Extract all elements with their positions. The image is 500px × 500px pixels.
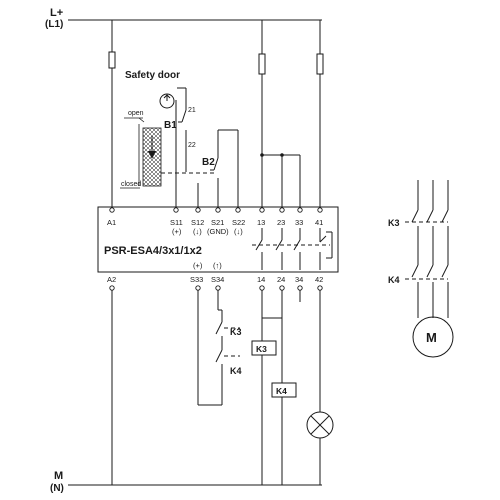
terminal-s12-sub: (↓) [193, 227, 202, 236]
terminal-s22-sub: (↓) [234, 227, 243, 236]
supply-negative-sublabel: (N) [50, 483, 64, 494]
relay-top-terminals: A1 S11 (+) S12 (↓) S21 (GND) S22 (↓) 13 … [107, 218, 323, 236]
coil-k4-label: K4 [276, 386, 287, 396]
switch-b1 [175, 87, 187, 210]
relay-output-contacts [252, 228, 333, 270]
terminal-14-label: 14 [257, 275, 265, 284]
motor-power-lines [405, 180, 449, 318]
motor-contactor-k3-label: K3 [388, 218, 400, 228]
switch-b2-label: B2 [202, 157, 215, 168]
fuse-feeds [108, 20, 324, 210]
terminal-24-label: 24 [277, 275, 285, 284]
terminal-s21-sub: (GND) [207, 227, 229, 236]
switch-b2 [197, 129, 239, 210]
terminal-42-label: 42 [315, 275, 323, 284]
terminal-s22-label: S22 [232, 218, 245, 227]
switch-b1-pin-22: 22 [188, 142, 196, 149]
safety-door-graphic [142, 127, 162, 187]
coil-k3 [251, 340, 277, 356]
relay-top-terminal-points [109, 207, 323, 213]
supply-rails [68, 19, 322, 486]
supply-negative-label: M [54, 470, 63, 482]
terminal-s34-sub: (↑) [213, 261, 222, 270]
terminal-s33-sub: (+) [193, 261, 203, 270]
feedback-k3-label: K3 [230, 327, 242, 337]
safety-door-title: Safety door [125, 70, 180, 81]
terminal-s33-label: S33 [190, 275, 203, 284]
safety-relay-module [97, 206, 339, 273]
coil-k3-label: K3 [256, 344, 267, 354]
terminal-33-label: 33 [295, 218, 303, 227]
terminal-41-label: 41 [315, 218, 323, 227]
terminal-a1-label: A1 [107, 218, 116, 227]
fuse-41 [316, 53, 324, 75]
terminal-23-label: 23 [277, 218, 285, 227]
door-closed-label: closed [121, 181, 141, 188]
feedback-loop [197, 290, 240, 406]
fuse-13 [258, 53, 266, 75]
terminal-s11-sub: (+) [172, 227, 182, 236]
switch-b1-label: B1 [164, 120, 177, 131]
indicator-lamp [306, 411, 334, 439]
relay-model-label: PSR-ESA4/3x1/1x2 [104, 245, 202, 257]
terminal-13-label: 13 [257, 218, 265, 227]
motor [412, 316, 454, 358]
terminal-s34-label: S34 [211, 275, 224, 284]
feedback-k4-label: K4 [230, 366, 242, 376]
relay-bottom-terminal-points [109, 285, 323, 291]
terminal-a2-label: A2 [107, 275, 116, 284]
terminal-34-label: 34 [295, 275, 303, 284]
relay-bottom-terminals: (+) (↑) A2 S33 S34 14 24 34 42 [107, 261, 323, 284]
terminal-s12-label: S12 [191, 218, 204, 227]
supply-positive-sublabel: (L1) [45, 19, 63, 30]
door-open-label: open [128, 110, 144, 117]
coil-k4 [271, 382, 297, 398]
terminal-s11-label: S11 [170, 218, 183, 227]
motor-contactor-k4-label: K4 [388, 275, 400, 285]
switch-b1-pin-21: 21 [188, 107, 196, 114]
motor-symbol-label: M [426, 330, 437, 345]
fuse-a1 [108, 51, 116, 69]
terminal-s21-label: S21 [211, 218, 224, 227]
supply-positive-label: L+ [50, 7, 63, 19]
door-rotation-icon [159, 93, 175, 109]
